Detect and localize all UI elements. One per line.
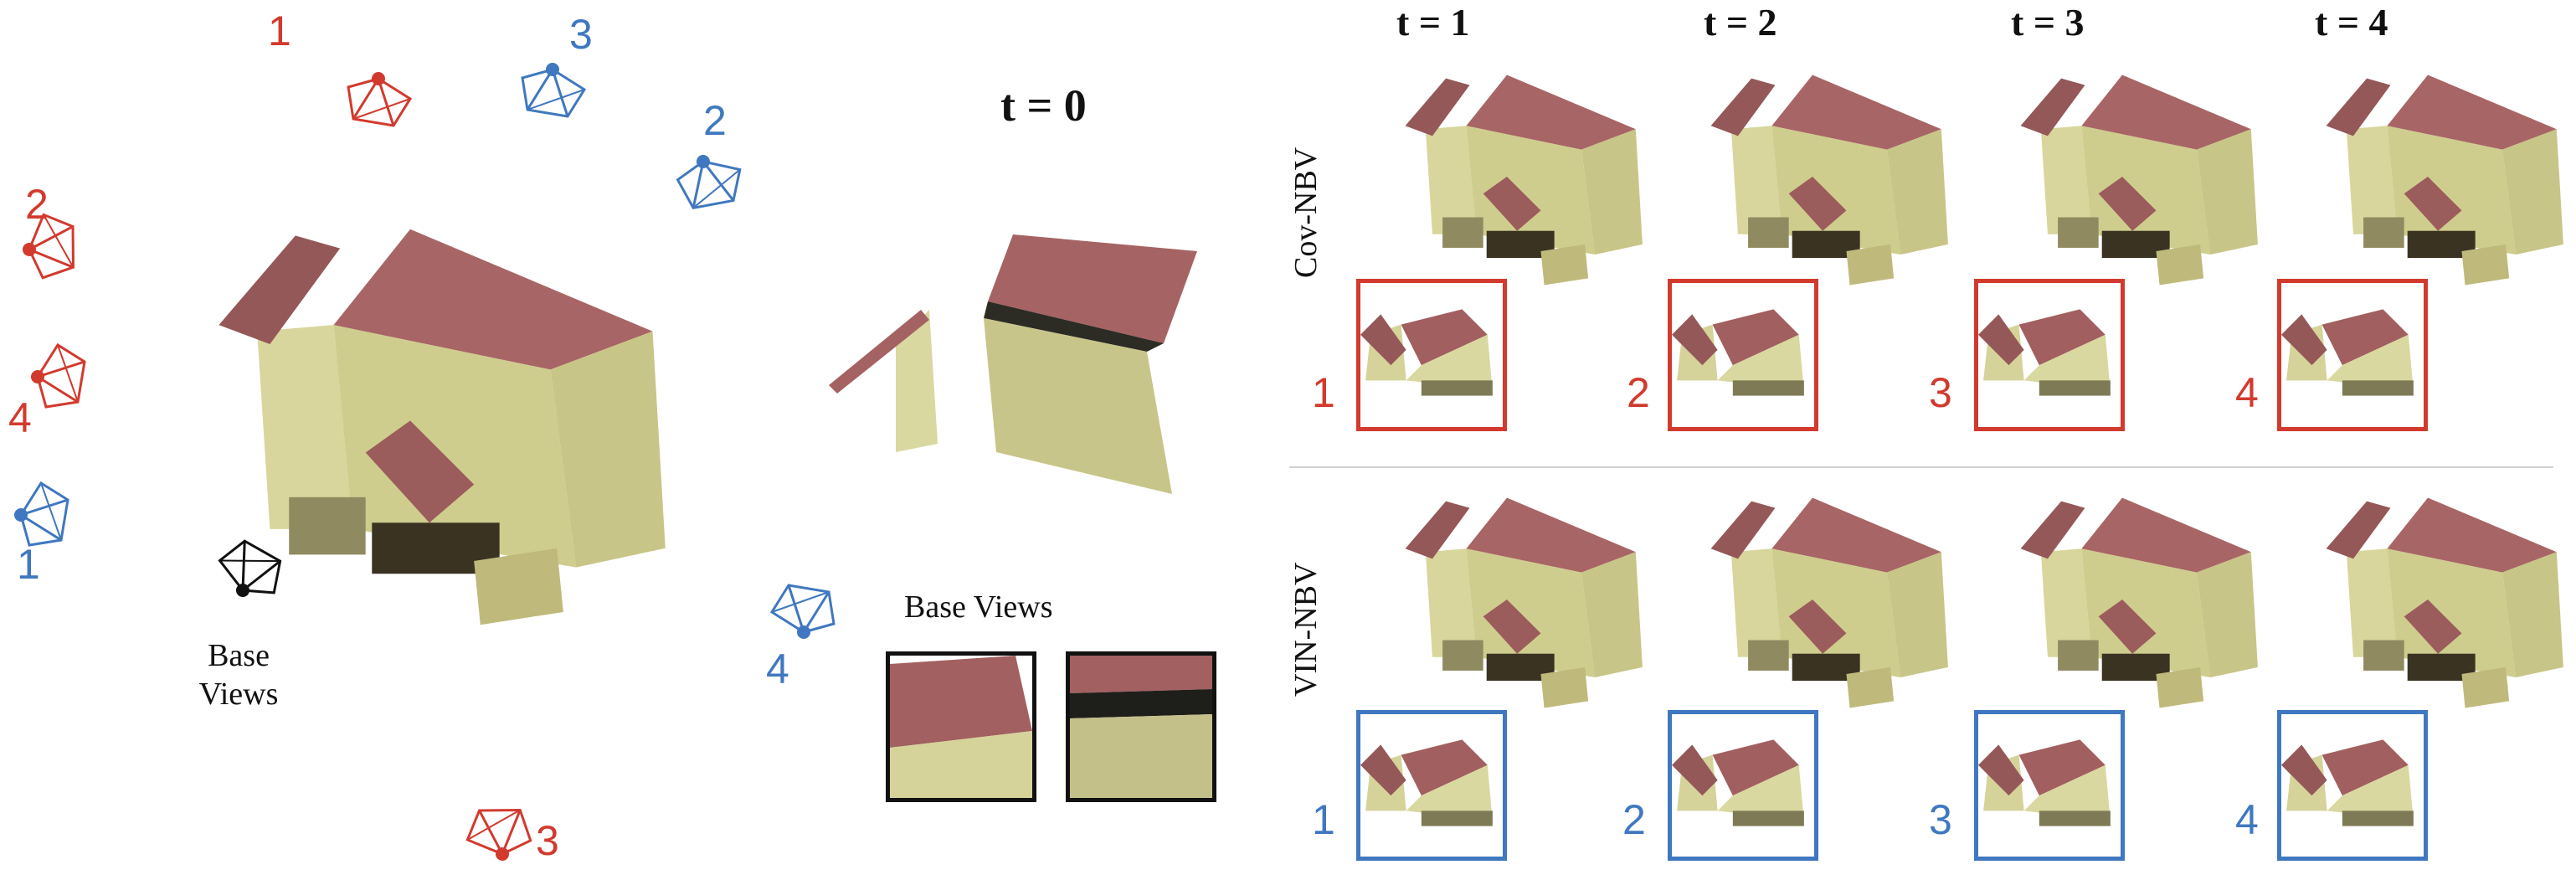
camera-label-red-4: 4 bbox=[8, 394, 32, 441]
base-views-label-left: Base Views bbox=[198, 638, 279, 712]
vin-nbv-view-thumbnail-4 bbox=[2277, 710, 2428, 861]
cov-nbv-view-number-2: 2 bbox=[1627, 369, 1650, 416]
base-view-thumbnail-1 bbox=[886, 651, 1036, 802]
column-header-t1: t = 1 bbox=[1396, 1, 1470, 44]
column-header-t3: t = 3 bbox=[2011, 1, 2085, 44]
vin-nbv-view-thumbnail-2 bbox=[1668, 710, 1818, 861]
camera-red-2-icon bbox=[16, 208, 82, 282]
camera-red-4-icon bbox=[29, 343, 86, 409]
camera-label-red-1: 1 bbox=[268, 8, 291, 54]
base-view-thumbnail-2 bbox=[1066, 651, 1216, 802]
camera-blue-3-icon bbox=[521, 61, 586, 118]
vin-nbv-view-number-2: 2 bbox=[1622, 796, 1646, 843]
row-label-cov-nbv: Cov-NBV bbox=[1288, 147, 1324, 278]
camera-blue-2-icon bbox=[671, 142, 751, 218]
house-full-model bbox=[219, 229, 666, 625]
camera-label-blue-1: 1 bbox=[17, 541, 40, 588]
camera-label-red-3: 3 bbox=[536, 817, 559, 864]
cov-nbv-reconstruction-t4 bbox=[2326, 75, 2563, 286]
cov-nbv-view-thumbnail-2 bbox=[1668, 279, 1818, 431]
camera-label-blue-2: 2 bbox=[703, 97, 727, 144]
base-views-label-middle: Base Views bbox=[904, 589, 1053, 625]
cov-nbv-view-number-1: 1 bbox=[1312, 369, 1335, 416]
vin-nbv-reconstruction-t2 bbox=[1710, 497, 1948, 708]
column-header-t4: t = 4 bbox=[2315, 1, 2388, 44]
row-label-vin-nbv: VIN-NBV bbox=[1288, 562, 1324, 697]
cov-nbv-view-thumbnail-1 bbox=[1356, 279, 1507, 431]
row-divider bbox=[1289, 466, 2553, 468]
right-panel: t = 1 t = 2 t = 3 t = 4 Cov-NBV VIN-NBV … bbox=[1273, 0, 2576, 880]
vin-nbv-view-number-3: 3 bbox=[1929, 796, 1952, 843]
column-header-t2: t = 2 bbox=[1704, 1, 1777, 44]
cov-nbv-reconstruction-t2 bbox=[1710, 75, 1948, 286]
camera-base-views-icon bbox=[209, 533, 289, 609]
vin-nbv-reconstruction-t1 bbox=[1405, 497, 1643, 708]
camera-label-blue-4: 4 bbox=[766, 646, 789, 692]
camera-red-3-icon bbox=[461, 801, 535, 867]
vin-nbv-view-thumbnail-3 bbox=[1974, 710, 2125, 861]
cov-nbv-view-thumbnail-3 bbox=[1974, 279, 2125, 431]
vin-nbv-view-thumbnail-1 bbox=[1356, 710, 1507, 861]
middle-panel: t = 0 Base Views bbox=[787, 0, 1256, 880]
vin-nbv-reconstruction-t4 bbox=[2326, 497, 2563, 708]
t0-title: t = 0 bbox=[1000, 80, 1087, 131]
vin-nbv-view-number-4: 4 bbox=[2235, 796, 2259, 843]
cov-nbv-reconstruction-t1 bbox=[1405, 75, 1643, 286]
cov-nbv-view-number-3: 3 bbox=[1929, 369, 1952, 416]
camera-label-red-2: 2 bbox=[25, 181, 49, 228]
cov-nbv-view-thumbnail-4 bbox=[2277, 279, 2428, 431]
left-panel: 1 3 2 2 4 1 Base Views 4 3 bbox=[0, 0, 837, 880]
camera-label-blue-3: 3 bbox=[569, 11, 593, 58]
vin-nbv-reconstruction-t3 bbox=[2020, 497, 2258, 708]
cov-nbv-reconstruction-t3 bbox=[2020, 75, 2258, 286]
camera-red-1-icon bbox=[347, 70, 412, 127]
camera-blue-1-icon bbox=[13, 481, 69, 547]
partial-reconstruction-t0 bbox=[829, 234, 1197, 494]
cov-nbv-view-number-4: 4 bbox=[2235, 369, 2259, 416]
vin-nbv-view-number-1: 1 bbox=[1312, 796, 1335, 843]
